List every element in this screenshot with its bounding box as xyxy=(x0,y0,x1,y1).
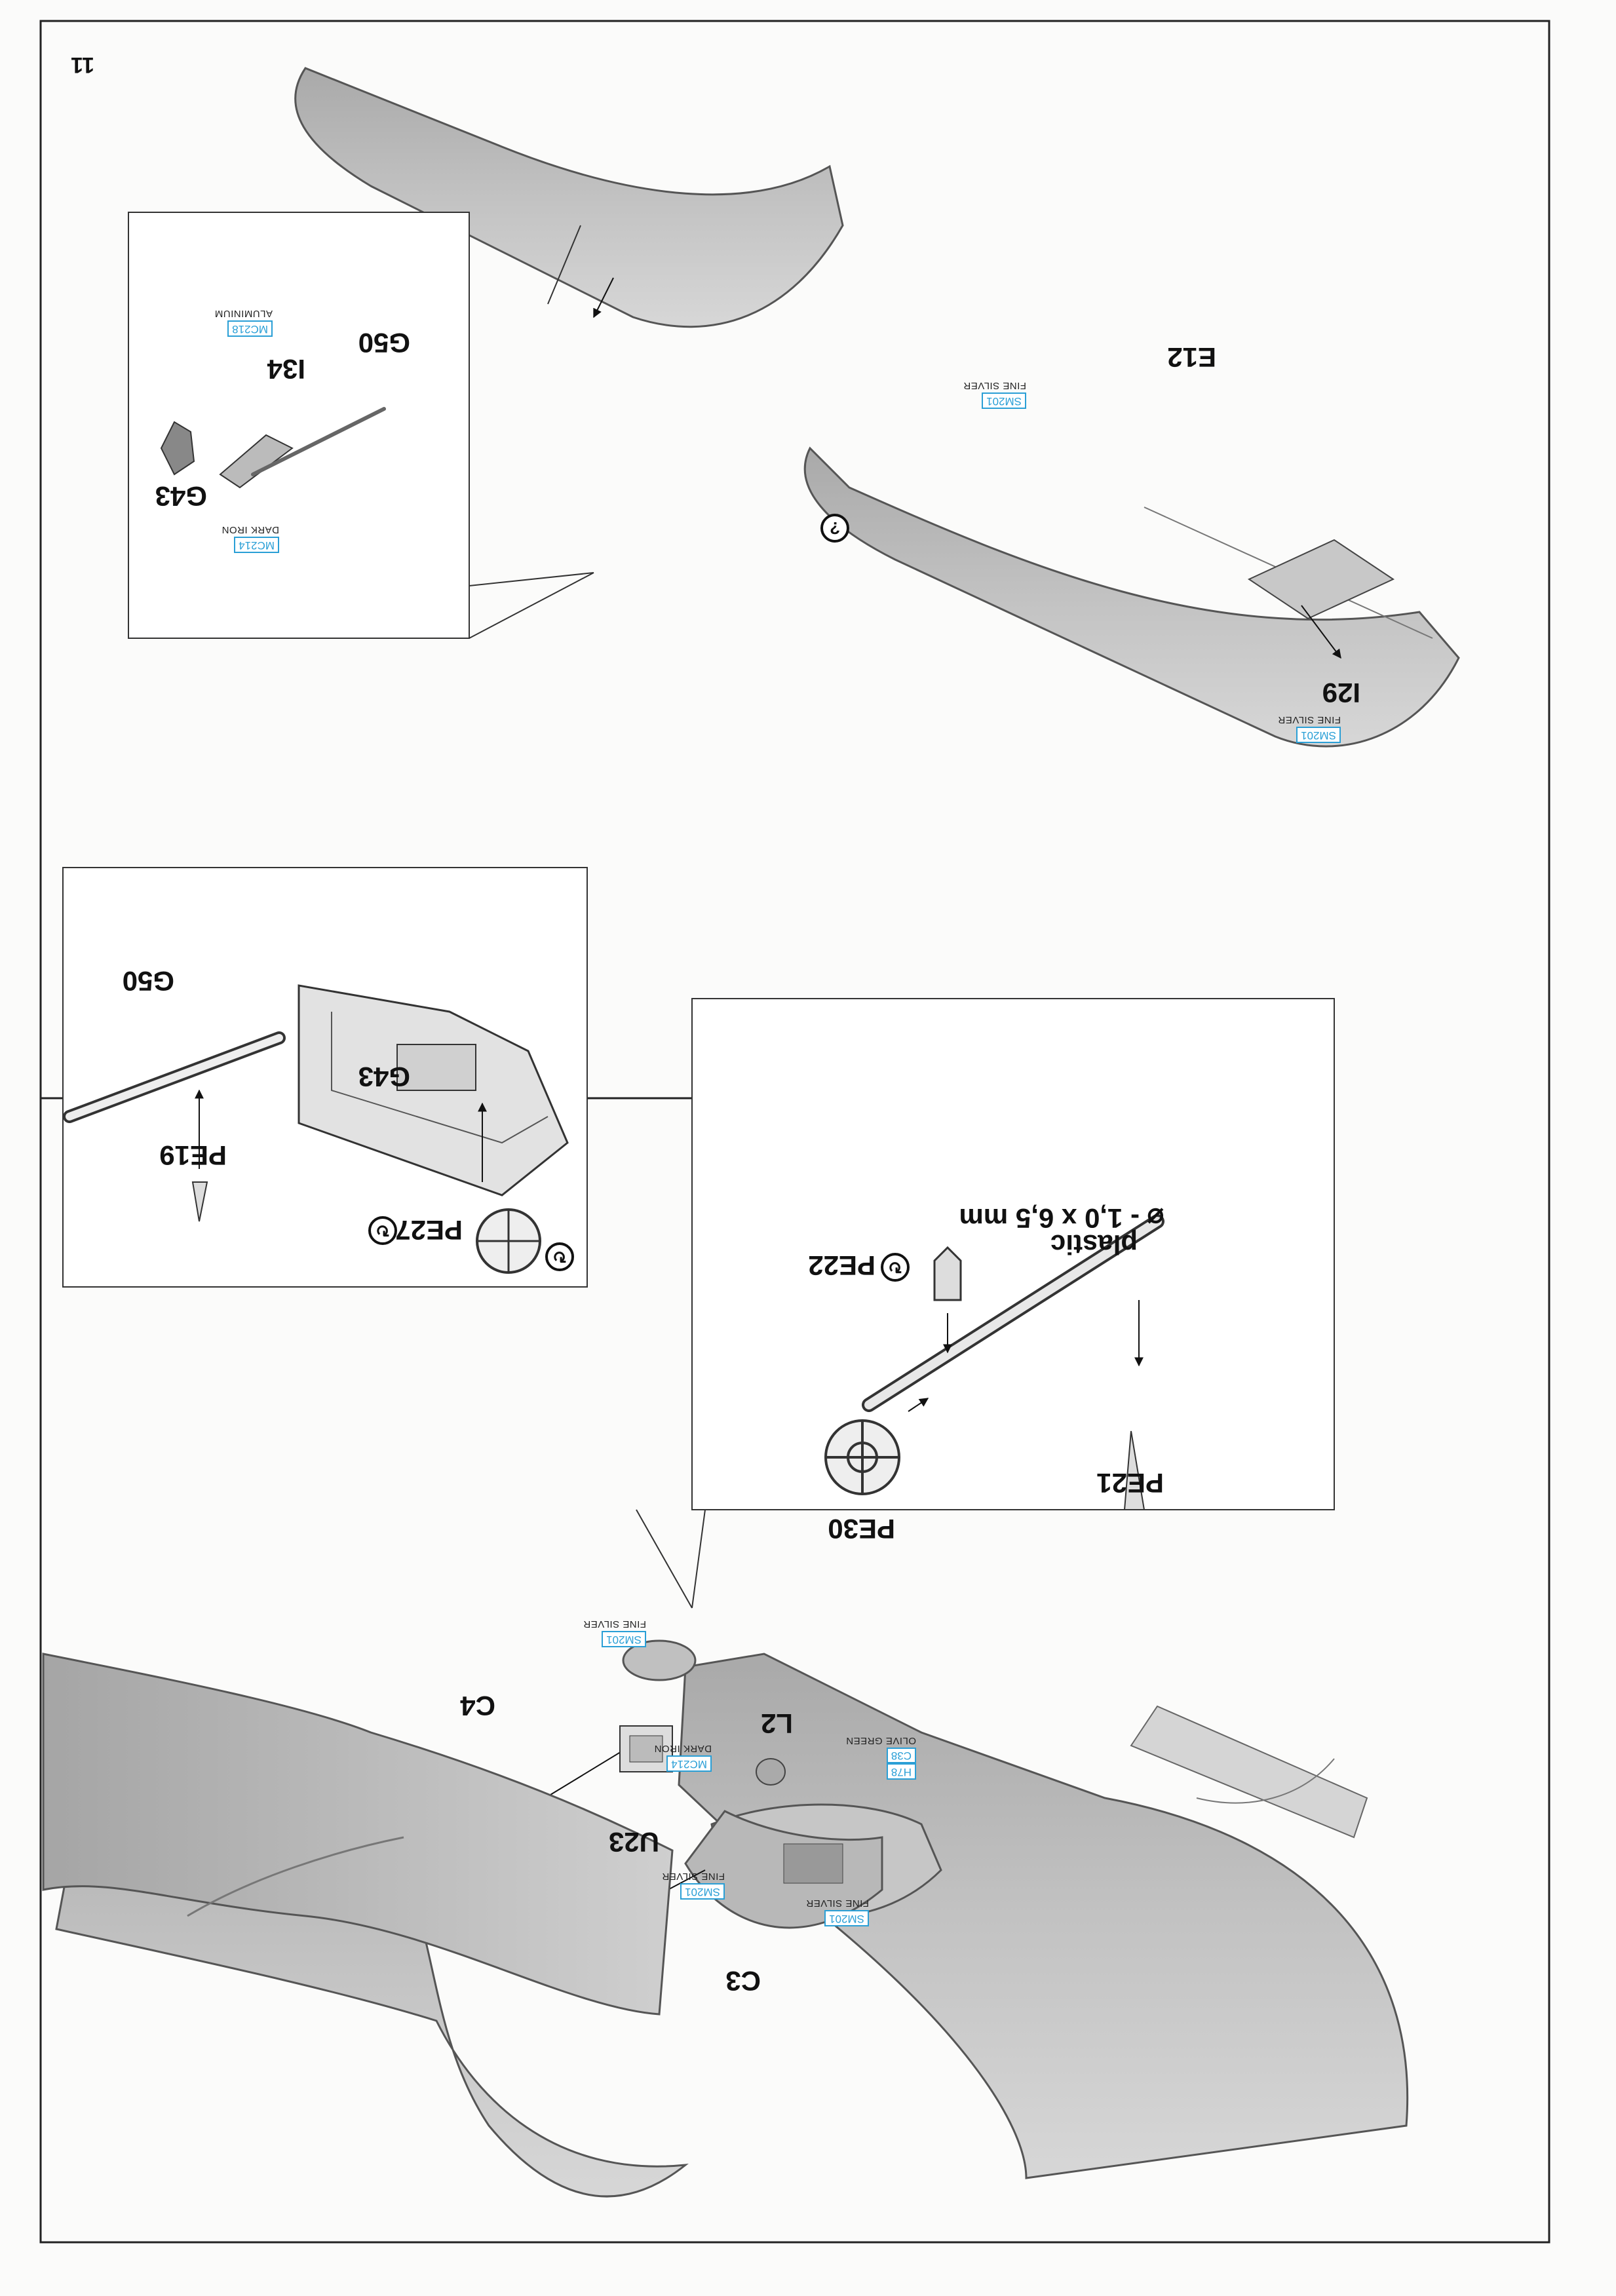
part-label-g50-inset: G50 xyxy=(358,328,410,358)
paint-name: ALUMINIUM xyxy=(214,308,273,320)
paint-callout-e12: SM201 FINE SILVER xyxy=(963,380,1026,409)
material-note: plastic xyxy=(1050,1229,1138,1260)
paint-code: H78 xyxy=(886,1763,916,1780)
part-label-pe21: PE21 xyxy=(1096,1468,1164,1499)
bend-icon: ↻ xyxy=(368,1216,397,1245)
part-label-c3: C3 xyxy=(725,1966,761,1997)
tailwheel-detail-frame xyxy=(691,998,1335,1510)
part-label-pe22: PE22 xyxy=(808,1250,875,1281)
paint-name: OLIVE GREEN xyxy=(845,1734,916,1746)
paint-code: SM201 xyxy=(680,1883,725,1900)
paint-callout-c4: SM201 FINE SILVER xyxy=(583,1618,646,1647)
wheel-detail-drawing xyxy=(63,984,569,1274)
part-label-g43: G43 xyxy=(358,1062,410,1092)
part-label-c4: C4 xyxy=(460,1691,495,1721)
part-label-pe27: PE27 xyxy=(395,1215,463,1246)
paint-name: DARK IRON xyxy=(654,1743,712,1755)
paint-callout-i29: SM201 FINE SILVER xyxy=(1278,714,1341,743)
bend-icon: ↻ xyxy=(545,1242,574,1271)
bend-icon: ↻ xyxy=(881,1253,910,1282)
paint-name: FINE SILVER xyxy=(661,1871,725,1883)
part-label-e12: E12 xyxy=(1167,342,1216,373)
paint-code-alt: C38 xyxy=(886,1747,916,1764)
fuselage-inset-frame xyxy=(128,212,470,639)
paint-name: FINE SILVER xyxy=(1277,714,1341,726)
part-label-pe19: PE19 xyxy=(159,1140,227,1171)
part-label-u23: U23 xyxy=(608,1827,659,1858)
paint-code: SM201 xyxy=(1296,727,1341,743)
paint-callout-u23: SM201 FINE SILVER xyxy=(662,1871,725,1900)
page-number: 11 xyxy=(71,52,94,77)
paint-callout-l2: H78 C38 OLIVE GREEN xyxy=(846,1735,916,1780)
tailwheel-detail-drawing xyxy=(824,1214,1164,1510)
dimension-note: ⌀ - 1,0 x 6,5 mm xyxy=(959,1203,1164,1234)
part-label-i29: I29 xyxy=(1322,678,1360,708)
paint-code: SM201 xyxy=(824,1910,869,1926)
paint-code: MC218 xyxy=(227,320,273,337)
paint-callout-g43: MC214 DARK IRON xyxy=(221,524,279,553)
part-label-g43-inset: G43 xyxy=(155,481,207,512)
fuselage-inset-drawing xyxy=(160,407,386,489)
paint-code: SM201 xyxy=(602,1631,646,1647)
fuselage-right-drawing xyxy=(294,67,844,328)
paint-code: MC214 xyxy=(234,537,279,553)
paint-callout-c3: SM201 FINE SILVER xyxy=(806,1898,869,1926)
paint-name: DARK IRON xyxy=(221,524,279,536)
page-border xyxy=(39,20,1550,2244)
paint-name: FINE SILVER xyxy=(583,1618,646,1630)
question-icon: ? xyxy=(820,514,849,543)
fuselage-left-drawing xyxy=(803,446,1460,748)
paint-code: MC214 xyxy=(666,1755,712,1772)
part-label-g50: G50 xyxy=(122,966,174,997)
part-label-i34: I34 xyxy=(267,354,305,385)
tail-assembly-drawing xyxy=(42,1639,697,2198)
paint-name: FINE SILVER xyxy=(805,1898,869,1909)
part-label-l2: L2 xyxy=(760,1708,793,1739)
paint-callout-i34: MC218 ALUMINIUM xyxy=(214,308,273,337)
part-label-pe30: PE30 xyxy=(828,1514,895,1544)
paint-name: FINE SILVER xyxy=(963,380,1026,392)
paint-code: SM201 xyxy=(982,392,1026,409)
paint-callout-dark-iron: MC214 DARK IRON xyxy=(654,1743,712,1772)
